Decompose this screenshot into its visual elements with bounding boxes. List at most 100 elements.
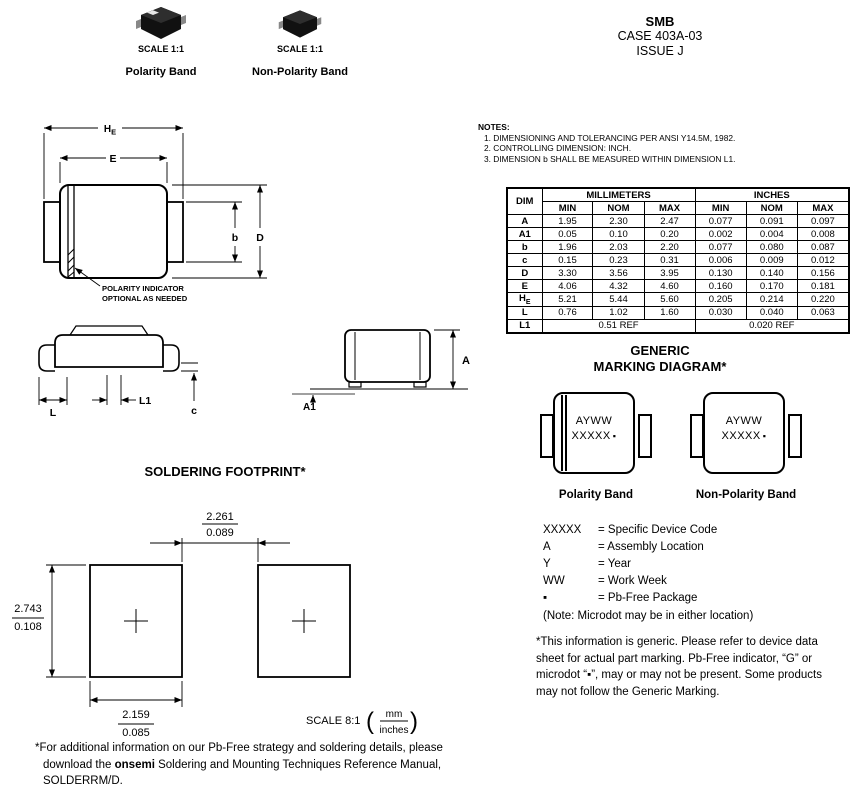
legend-row: Y = Year [543,556,833,573]
generic-marking-footnote: *This information is generic. Please ref… [536,636,822,698]
sub-header: NOM [592,201,645,215]
dim-cell: D [506,266,543,280]
package-tab-right [788,414,802,458]
value-cell: 0.76 [541,305,594,320]
dim-label-E: E [109,153,116,165]
legend-value: = Assembly Location [598,541,704,553]
note-item: 2. CONTROLLING DIMENSION: INCH. [484,143,632,153]
end-view [292,329,468,405]
legend-row: WW = Work Week [543,573,833,590]
fp-left-dim-mm: 2.743 [14,603,42,615]
marking-package-polarity: AYWW XXXXX▪ [540,392,652,480]
brand-name: onsemi [114,758,155,771]
legend-key: ▪ [543,592,548,604]
sub-header: MAX [796,201,850,215]
polarity-indicator-note-line1: POLARITY INDICATOR [102,284,184,293]
polarity-band-stripe [147,10,159,15]
package-body: AYWW XXXXX▪ [553,392,635,474]
value-cell: 4.32 [592,279,645,293]
legend-value: = Work Week [598,575,667,587]
polarity-indicator-note-line2: OPTIONAL AS NEEDED [102,294,188,303]
value-cell: 0.170 [745,279,798,293]
legend-row: XXXXX= Specific Device Code [543,522,833,539]
legend-key: WW [543,575,565,587]
value-cell: 0.077 [694,240,747,254]
value-cell: 1.60 [643,305,696,320]
value-cell: 2.47 [643,214,696,228]
microdot-icon: ▪ [762,431,767,441]
marking-package-non-polarity: AYWW XXXXX▪ [690,392,802,480]
value-cell: 0.004 [745,227,798,241]
fp-unit-mm: mm [386,709,403,720]
value-cell: 3.30 [541,266,594,280]
legend-row: ▪= Pb-Free Package [543,590,833,607]
dim-cell: L1 [506,318,543,334]
value-cell: 0.097 [796,214,850,228]
value-cell: 0.080 [745,240,798,254]
package-tab-left [540,414,554,458]
case-name: SMB [645,14,675,29]
value-cell: 0.205 [694,292,747,307]
non-polarity-band-label: Non-Polarity Band [252,66,348,78]
dim-cell: A1 [506,227,543,241]
package-tab-right [638,414,652,458]
dim-label-A1: A1 [303,402,316,413]
notes-block: NOTES: 1. DIMENSIONING AND TOLERANCING P… [478,122,828,164]
scale-label-1: SCALE 1:1 [137,44,184,54]
package-tab-left [690,414,704,458]
sub-header: MIN [541,201,594,215]
fp-scale: SCALE 8:1 [306,715,360,727]
legend-row: A = Assembly Location [543,539,833,556]
marking-text: AYWW XXXXX▪ [721,415,767,442]
sub-header: NOM [745,201,798,215]
value-cell: 0.063 [796,305,850,320]
marking-diagram-title: GENERIC MARKING DIAGRAM* [593,343,727,374]
legend-key: A [543,541,551,553]
dim-cell: E [506,279,543,293]
value-cell: 1.02 [592,305,645,320]
value-cell: 0.160 [694,279,747,293]
value-cell: 0.140 [745,266,798,280]
dim-col-header: DIM [506,187,543,215]
value-cell: 4.06 [541,279,594,293]
value-cell: 4.60 [643,279,696,293]
value-cell: 3.95 [643,266,696,280]
legend-value: = Year [598,558,631,570]
value-cell: 0.15 [541,253,594,267]
value-cell: 0.006 [694,253,747,267]
value-cell: 2.30 [592,214,645,228]
package-photo-non-polarity [278,10,322,38]
group-header: INCHES [694,187,850,202]
dim-cell: HE [506,292,543,307]
value-cell: 0.008 [796,227,850,241]
case-number: CASE 403A-03 [617,29,703,43]
ref-cell: 0.020 REF [694,318,850,334]
pad-left [89,564,183,678]
value-cell: 0.087 [796,240,850,254]
dim-label-L: L [50,407,57,419]
value-cell: 5.44 [592,292,645,307]
marking-text: AYWW XXXXX▪ [571,415,617,442]
value-cell: 5.60 [643,292,696,307]
package-photo-polarity [136,7,186,39]
legend-value: = Specific Device Code [598,524,718,536]
fp-top-dim-in: 0.089 [206,527,234,539]
value-cell: 0.20 [643,227,696,241]
legend-key: Y [543,558,551,570]
pad-right [257,564,351,678]
value-cell: 0.030 [694,305,747,320]
ref-cell: 0.51 REF [541,318,696,334]
fp-bottom-dim-in: 0.085 [122,727,150,739]
value-cell: 2.03 [592,240,645,254]
dim-label-b: b [232,232,238,244]
value-cell: 1.95 [541,214,594,228]
sub-header: MIN [694,201,747,215]
